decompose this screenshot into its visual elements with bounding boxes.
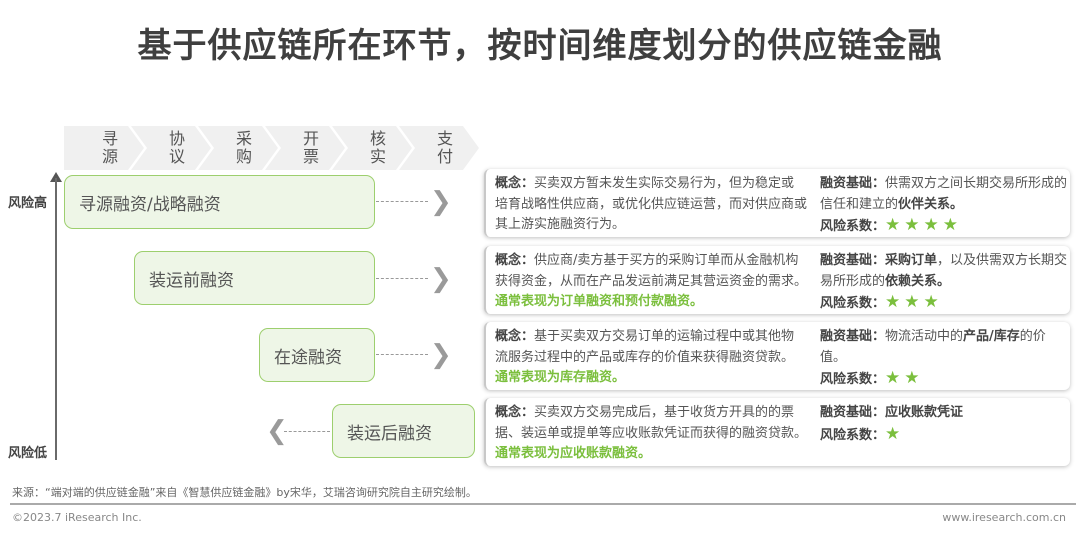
concept-text: 概念：基于买卖双方交易订单的运输过程中或其他物流服务过程中的产品或库存的价值来获… <box>495 329 795 385</box>
concept-text: 概念：买卖双方交易完成后，基于收货方开具的的票据、装运单或提单等应收账款凭证而获… <box>495 405 808 461</box>
chevron-left-icon: ❮ <box>266 416 288 446</box>
basis-text: 融资基础：采购订单，以及供需双方长期交易所形成的依赖关系。 风险系数：★★★ <box>820 253 1068 312</box>
financing-box-sourcing: 寻源融资/战略融资 <box>64 175 375 229</box>
basis-text: 融资基础：应收账款凭证 风险系数：★ <box>820 405 964 444</box>
stage-sourcing: 寻源 <box>64 126 144 170</box>
page-title: 基于供应链所在环节，按时间维度划分的供应链金融 <box>137 26 943 66</box>
risk-high-label: 风险高 <box>8 196 48 211</box>
connector-dash <box>284 431 330 432</box>
website-link[interactable]: www.iresearch.com.cn <box>942 511 1066 524</box>
star-rating-icon: ★★ <box>885 368 924 388</box>
axis-arrow-up-icon <box>50 172 62 182</box>
connector-dash <box>376 354 428 355</box>
star-rating-icon: ★★★★ <box>885 215 962 235</box>
stage-verification: 核实 <box>332 126 412 170</box>
risk-axis <box>55 178 57 460</box>
source-note: 来源：“端对端的供应链金融”来自《智慧供应链金融》by宋华，艾瑞咨询研究院自主研… <box>12 486 477 499</box>
star-rating-icon: ★★★ <box>885 292 943 312</box>
financing-box-in-transit: 在途融资 <box>259 328 375 382</box>
chevron-right-icon: ❯ <box>430 340 452 370</box>
financing-box-pre-shipment: 装运前融资 <box>134 251 375 305</box>
basis-text: 融资基础：供需双方之间长期交易所形成的信任和建立的伙伴关系。 风险系数：★★★★ <box>820 176 1068 235</box>
info-card-sourcing: 概念：买卖双方暂未发生实际交易行为，但为稳定或培育战略性供应商，或优化供应链运营… <box>484 169 1070 237</box>
financing-box-post-shipment: 装运后融资 <box>332 404 475 458</box>
concept-text: 概念：供应商/卖方基于买方的采购订单而从金融机构获得资金，从而在产品发运前满足其… <box>495 253 808 309</box>
star-rating-icon: ★ <box>885 423 905 444</box>
info-card-in-transit: 概念：基于买卖双方交易订单的运输过程中或其他物流服务过程中的产品或库存的价值来获… <box>484 322 1070 390</box>
info-card-pre-shipment: 概念：供应商/卖方基于买方的采购订单而从金融机构获得资金，从而在产品发运前满足其… <box>484 246 1070 314</box>
info-card-post-shipment: 概念：买卖双方交易完成后，基于收货方开具的的票据、装运单或提单等应收账款凭证而获… <box>484 398 1070 466</box>
footer-divider <box>10 503 1076 505</box>
concept-text: 概念：买卖双方暂未发生实际交易行为，但为稳定或培育战略性供应商，或优化供应链运营… <box>495 176 808 232</box>
basis-text: 融资基础：物流活动中的产品/库存的价值。 风险系数：★★ <box>820 329 1046 388</box>
chevron-right-icon: ❯ <box>430 187 452 217</box>
connector-dash <box>376 201 428 202</box>
risk-low-label: 风险低 <box>8 446 48 461</box>
connector-dash <box>376 278 428 279</box>
copyright: ©2023.7 iResearch Inc. <box>12 511 142 524</box>
chevron-right-icon: ❯ <box>430 264 452 294</box>
